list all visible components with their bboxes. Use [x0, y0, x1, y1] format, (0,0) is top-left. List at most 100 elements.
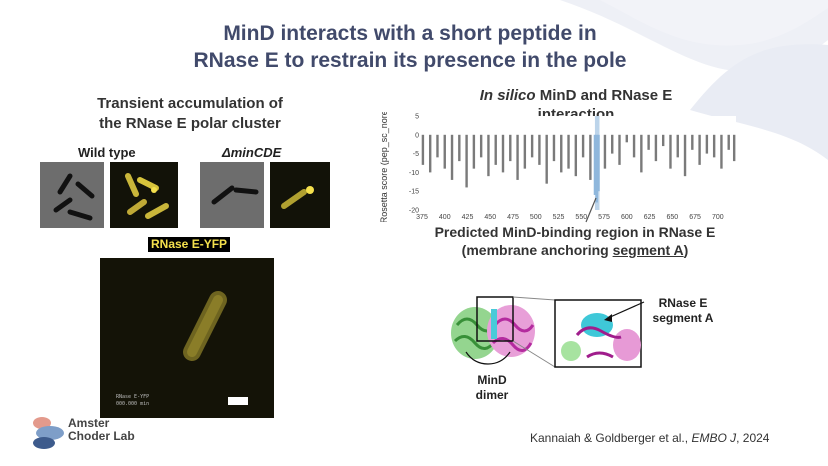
score-bar: [593, 134, 597, 195]
score-bar: [545, 134, 548, 184]
x-tick-label: 425: [462, 214, 474, 221]
score-bar: [705, 134, 709, 154]
score-bar: [421, 134, 425, 165]
score-bar: [516, 134, 519, 180]
lab-logo-icon: [33, 417, 64, 449]
slide-title-line-2: RNase E to restrain its presence in the …: [193, 49, 627, 72]
score-bar: [494, 134, 497, 165]
insilico-line-1: In silico MinD and RNase E: [456, 86, 696, 105]
score-bar: [676, 134, 679, 158]
score-bar: [661, 134, 665, 147]
insilico-rest: MinD and RNase E: [535, 87, 673, 104]
score-bar: [538, 134, 541, 165]
left-subtitle-line-1: Transient accumulation of: [97, 95, 283, 112]
slide-title: MinD interacts with a short peptide in R…: [150, 20, 670, 74]
y-tick-label: -5: [413, 151, 419, 158]
y-tick-label: 0: [415, 132, 419, 139]
wild-type-yfp-image: [110, 162, 178, 228]
score-bar: [574, 134, 578, 177]
left-subtitle: Transient accumulation of the RNase E po…: [60, 94, 320, 134]
dimer-callout: MinD dimer: [464, 373, 520, 403]
score-bar: [450, 134, 454, 180]
slide-title-line-1: MinD interacts with a short peptide in: [223, 22, 597, 45]
score-bar: [647, 134, 650, 150]
predicted-line-1: Predicted MinD-binding region in RNase E: [434, 224, 716, 240]
time-lapse-image: RNase E-YFP 000.000 min: [100, 258, 274, 418]
score-bar: [552, 134, 556, 162]
lab-logo-line-2: Choder Lab: [68, 429, 135, 443]
predicted-line-2-pre: (membrane anchoring: [461, 242, 613, 258]
score-bar: [669, 134, 672, 169]
left-subtitle-line-2: the RNase E polar cluster: [99, 115, 281, 132]
score-bar: [732, 134, 736, 162]
x-tick-label: 450: [484, 214, 496, 221]
scale-bar: [228, 397, 248, 405]
score-bar: [487, 134, 490, 177]
lab-logo: Amster Choder Lab: [30, 413, 170, 453]
score-bar: [428, 134, 432, 173]
score-bar: [443, 134, 446, 169]
lab-logo-text: Amster Choder Lab: [68, 417, 135, 443]
score-bar: [501, 134, 505, 173]
predicted-line-2-underlined: segment A: [612, 242, 684, 258]
dimer-bracket: [465, 351, 511, 365]
plot-area: [422, 116, 736, 210]
x-tick-label: 525: [553, 214, 565, 221]
score-bar: [618, 134, 621, 165]
time-lapse-caption-2: 000.000 min: [116, 401, 150, 407]
y-tick-label: 5: [415, 114, 419, 121]
y-tick-label: -10: [409, 170, 419, 177]
score-bar: [625, 134, 628, 143]
x-tick-label: 650: [666, 214, 678, 221]
score-bar: [691, 134, 694, 150]
score-bar: [654, 134, 658, 162]
cell-fluorescence: [100, 258, 274, 418]
score-bar: [640, 134, 643, 173]
score-bar: [589, 134, 592, 180]
score-bar: [567, 134, 570, 169]
yfp-tag: RNase E-YFP: [148, 237, 231, 252]
x-tick-label: 400: [439, 214, 451, 221]
mutant-phase-image: [200, 162, 264, 228]
x-tick-label: 625: [644, 214, 656, 221]
x-tick-label: 375: [416, 214, 428, 221]
mind-structure-image: [451, 296, 642, 368]
score-bar: [458, 134, 461, 162]
mutant-label: ΔminCDE: [222, 145, 282, 160]
citation-authors: Kannaiah & Goldberger et al.,: [530, 431, 692, 445]
score-bar: [530, 134, 534, 158]
score-bar: [603, 134, 607, 169]
segment-pointer: [604, 301, 645, 322]
score-bar: [465, 134, 468, 188]
score-bar: [560, 134, 563, 173]
insilico-italic: In silico: [479, 87, 536, 104]
score-bar: [698, 134, 701, 165]
wild-type-phase-image: [40, 162, 104, 228]
highlight-arrow: [585, 197, 597, 223]
score-bar: [595, 134, 598, 203]
score-bar: [479, 134, 483, 158]
bar-series: [421, 116, 736, 210]
lab-logo-line-1: Amster: [68, 416, 110, 430]
y-tick-labels: 50-5-10-15-20: [409, 114, 419, 215]
mutant-yfp-image: [270, 162, 330, 228]
score-bar: [683, 134, 687, 177]
score-bar: [632, 134, 636, 158]
citation-journal: EMBO J: [691, 431, 737, 445]
score-bar: [581, 134, 585, 158]
score-bar: [523, 134, 527, 169]
score-bar: [436, 134, 439, 158]
score-bar: [720, 134, 723, 169]
score-bar: [712, 134, 716, 158]
x-tick-label: 700: [712, 214, 724, 221]
predicted-line-2: (membrane anchoring segment A): [430, 241, 720, 259]
predicted-line-2-post: ): [683, 242, 689, 258]
y-tick-label: -15: [409, 189, 419, 196]
x-tick-label: 475: [507, 214, 519, 221]
time-lapse-caption-1: RNase E-YFP: [116, 394, 150, 400]
score-bar: [472, 134, 476, 169]
dimer-callout-line-1: MinD: [477, 373, 507, 387]
score-bar: [727, 134, 730, 150]
score-bar: [597, 134, 600, 192]
